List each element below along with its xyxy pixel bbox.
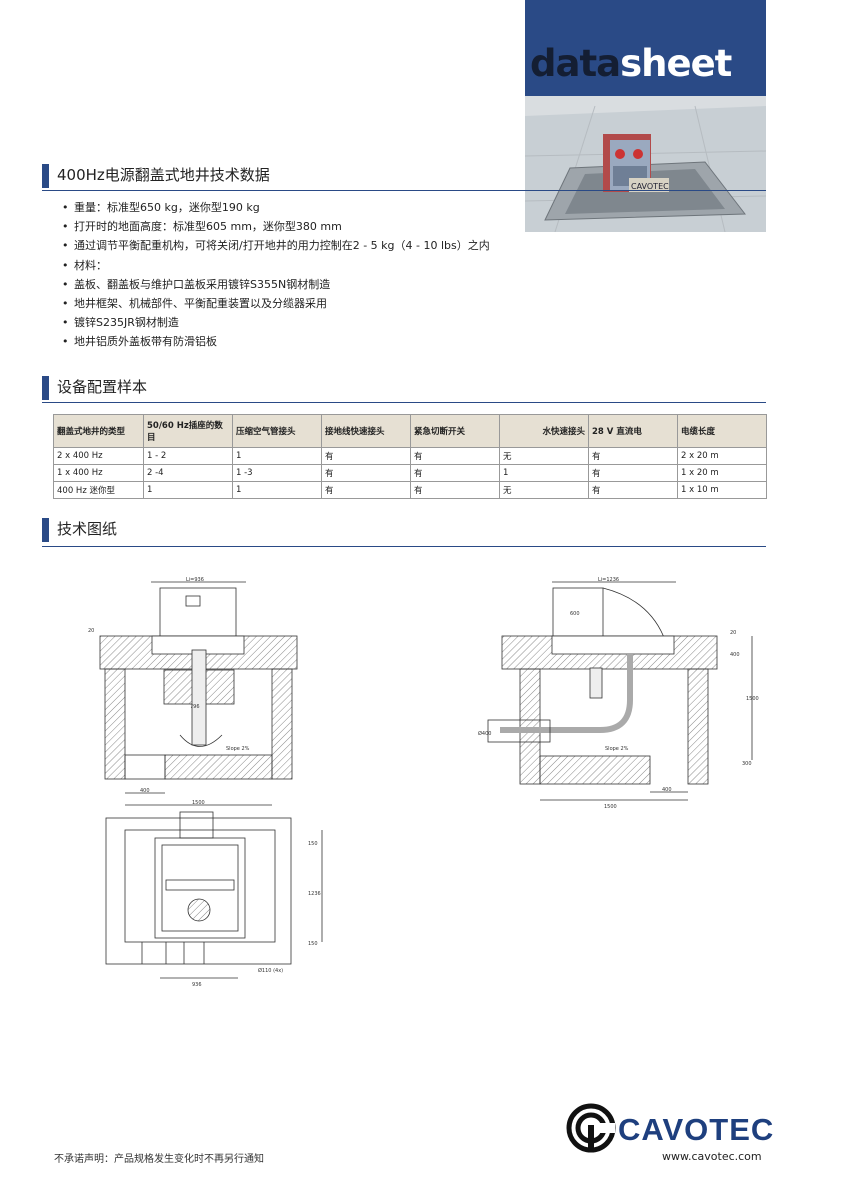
section1-title: 400Hz电源翻盖式地井技术数据 (57, 166, 270, 184)
dim-li936: Li=936 (186, 577, 204, 583)
cavotec-logo-icon (566, 1103, 616, 1153)
disclaimer-text: 不承诺声明：产品规格发生变化时不再另行通知 (54, 1154, 264, 1165)
table-cell: 有 (588, 481, 678, 499)
dim-796: 796 (190, 704, 200, 710)
col-header: 水快速接头 (499, 414, 589, 448)
dim-400-vertical: 400 (730, 652, 740, 658)
table-cell: 无 (499, 481, 589, 499)
table-cell: 有 (410, 447, 500, 465)
dim-600: 600 (570, 611, 580, 617)
table-cell: 无 (499, 447, 589, 465)
datasheet-title: datasheet (530, 42, 732, 85)
slope-label-left: Slope 2% (226, 746, 250, 752)
dim-d400: Ø400 (478, 730, 491, 737)
table-cell: 有 (321, 464, 411, 482)
spec-item: 地井框架、机械部件、平衡配重装置以及分缆器采用 (62, 294, 490, 313)
spec-list: 重量：标准型650 kg，迷你型190 kg 打开时的地面高度：标准型605 m… (62, 198, 490, 352)
title-part-sheet: sheet (620, 42, 732, 85)
table-cell: 有 (321, 447, 411, 465)
dim-1500-horizontal: 1500 (604, 804, 617, 810)
dim-150b: 150 (308, 941, 318, 947)
technical-drawings: Li=936 20 796 Slope 2% 400 1500 150 1236… (88, 577, 759, 988)
spec-item: 地井铝质外盖板带有防滑铝板 (62, 332, 490, 351)
table-cell: 2 x 20 m (677, 447, 767, 465)
dim-150a: 150 (308, 841, 318, 847)
section1-rule (42, 190, 766, 191)
table-row: 400 Hz 迷你型 1 1 有 有 无 有 1 x 10 m (53, 481, 767, 499)
section1-bar (42, 164, 49, 188)
table-cell: 有 (588, 447, 678, 465)
table-cell: 有 (588, 464, 678, 482)
col-header: 接地线快速接头 (321, 414, 411, 448)
table-cell: 1 -3 (232, 464, 322, 482)
table-cell: 1 (232, 447, 322, 465)
dim-300: 300 (742, 761, 752, 767)
table-cell: 1 (499, 464, 589, 482)
section3-title: 技术图纸 (57, 520, 118, 538)
table-cell: 400 Hz 迷你型 (53, 481, 144, 499)
table-cell: 有 (321, 481, 411, 499)
dim-li1236: Li=1236 (598, 577, 619, 583)
col-header: 翻盖式地井的类型 (53, 414, 144, 448)
product-photo: CAVOTEC (525, 96, 766, 232)
col-header: 紧急切断开关 (410, 414, 500, 448)
website-link[interactable]: www.cavotec.com (662, 1150, 762, 1163)
table-cell: 1 - 2 (143, 447, 233, 465)
table-cell: 1 x 10 m (677, 481, 767, 499)
dim-1500-vertical: 1500 (746, 696, 759, 702)
table-cell: 1 (232, 481, 322, 499)
spec-item: 通过调节平衡配重机构，可将关闭/打开地井的用力控制在2 - 5 kg（4 - 1… (62, 236, 490, 255)
photo-brand-label: CAVOTEC (631, 182, 669, 191)
table-row: 1 x 400 Hz 2 -4 1 -3 有 有 1 有 1 x 20 m (53, 464, 767, 482)
section3-rule (42, 546, 766, 547)
table-cell: 有 (410, 481, 500, 499)
spec-item: 打开时的地面高度：标准型605 mm，迷你型380 mm (62, 217, 490, 236)
cavotec-logo-text: CAVOTEC (618, 1112, 775, 1147)
section2-bar (42, 376, 49, 400)
col-header: 电缆长度 (677, 414, 767, 448)
section3-bar (42, 518, 49, 542)
table-cell: 1 (143, 481, 233, 499)
section2-rule (42, 402, 766, 403)
dim-400-horizontal: 400 (662, 787, 672, 793)
spec-item: 重量：标准型650 kg，迷你型190 kg (62, 198, 490, 217)
col-header: 50/60 Hz插座的数目 (143, 414, 233, 448)
slope-label-right: Slope 2% (605, 746, 629, 752)
pipe-label: Ø110 (4x) (258, 967, 283, 974)
dim-936: 936 (192, 982, 202, 988)
table-header-row: 翻盖式地井的类型 50/60 Hz插座的数目 压缩空气管接头 接地线快速接头 紧… (53, 414, 767, 448)
table-cell: 1 x 20 m (677, 464, 767, 482)
col-header: 28 V 直流电 (588, 414, 678, 448)
drawing-right-section: Li=1236 600 20 400 1500 300 Ø400 Slope 2… (478, 577, 759, 810)
table-cell: 有 (410, 464, 500, 482)
table-cell: 1 x 400 Hz (53, 464, 144, 482)
dim-1236: 1236 (308, 891, 321, 897)
dim-1500-left: 1500 (192, 800, 205, 806)
col-header: 压缩空气管接头 (232, 414, 322, 448)
title-part-data: data (530, 42, 621, 85)
table-cell: 2 x 400 Hz (53, 447, 144, 465)
spec-item: 材料： (62, 256, 490, 275)
drawing-left-plan: 150 1236 150 936 Ø110 (4x) (105, 811, 323, 988)
spec-item: 盖板、翻盖板与维护口盖板采用镀锌S355N钢材制造 (62, 275, 490, 294)
dim-400-left: 400 (140, 788, 150, 794)
table-cell: 2 -4 (143, 464, 233, 482)
section2-title: 设备配置样本 (57, 378, 148, 396)
dim-20: 20 (88, 628, 94, 634)
config-table: 翻盖式地井的类型 50/60 Hz插座的数目 压缩空气管接头 接地线快速接头 紧… (53, 414, 767, 499)
dim-20-right: 20 (730, 630, 736, 636)
header-banner (525, 0, 766, 110)
drawing-left-section: Li=936 20 796 Slope 2% 400 1500 (88, 577, 298, 806)
spec-item: 镀锌S235JR钢材制造 (62, 313, 490, 332)
table-row: 2 x 400 Hz 1 - 2 1 有 有 无 有 2 x 20 m (53, 447, 767, 465)
